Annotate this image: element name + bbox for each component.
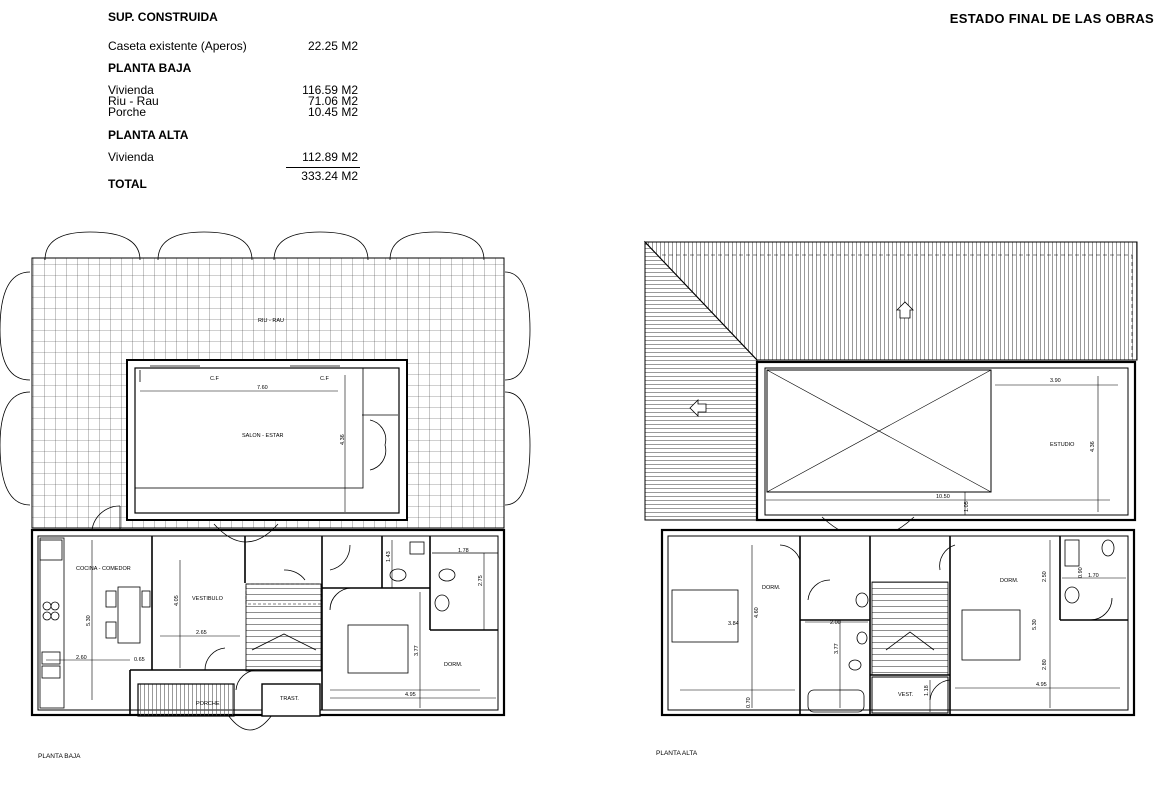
dim-4-36-upper: 4.36 — [1090, 441, 1096, 452]
label-dorm-1: DORM. — [762, 585, 781, 591]
upper-floor-plan — [643, 240, 1138, 717]
label-cocina: COCINA - COMEDOR — [76, 566, 131, 572]
planta-baja-heading: PLANTA BAJA — [108, 61, 192, 75]
surface-heading: SUP. CONSTRUIDA — [108, 10, 218, 24]
dim-5-30: 5.30 — [86, 615, 92, 626]
dim-1-78: 1.78 — [458, 548, 469, 554]
dim-4-36: 4.36 — [340, 434, 346, 445]
drawing-title: ESTADO FINAL DE LAS OBRAS — [949, 11, 1154, 26]
upper-floor-labels: ESTUDIO DORM. DORM. VEST. 3.90 4.36 10.5… — [656, 378, 1099, 757]
dim-0-90: 0.90 — [1078, 567, 1084, 578]
label-vest: VEST. — [898, 692, 914, 698]
dim-3-90: 3.90 — [1050, 378, 1061, 384]
dim-2-80: 2.80 — [1042, 659, 1048, 670]
dim-7-60: 7.60 — [257, 385, 268, 391]
dim-1-05: 1.05 — [964, 501, 970, 512]
dim-3-77: 3.77 — [414, 645, 420, 656]
dim-1-43: 1.43 — [386, 551, 392, 562]
label-riu-rau: RIU - RAU — [258, 318, 284, 324]
dim-4-05: 4.05 — [174, 595, 180, 606]
dim-0-65: 0.65 — [134, 657, 145, 663]
label-dorm: DORM. — [444, 662, 463, 668]
pa-row-vivienda: Vivienda 112.89 M2 — [108, 150, 358, 164]
dim-2-75: 2.75 — [478, 575, 484, 586]
label-dorm-2: DORM. — [1000, 578, 1019, 584]
dim-10-50: 10.50 — [936, 494, 950, 500]
caption-planta-baja: PLANTA BAJA — [38, 753, 81, 760]
pb-row-riu-rau: Riu - Rau 71.06 M2 — [108, 94, 358, 108]
label-cf-1: C.F — [210, 376, 220, 382]
ground-floor-labels: RIU - RAU SALON - ESTAR C.F C.F COCINA -… — [38, 318, 484, 760]
dim-0-70: 0.70 — [746, 697, 752, 708]
total-row: TOTAL 333.24 M2 — [108, 169, 358, 191]
label-porche: PORCHE — [196, 701, 220, 707]
surface-table: SUP. CONSTRUIDA Caseta existente (Aperos… — [108, 10, 368, 195]
dim-4-95: 4.95 — [405, 692, 416, 698]
caseta-row: Caseta existente (Aperos) 22.25 M2 — [108, 39, 358, 53]
dim-2-50: 2.50 — [1042, 571, 1048, 582]
caption-planta-alta: PLANTA ALTA — [656, 750, 698, 757]
pb-row-vivienda: Vivienda 116.59 M2 — [108, 83, 358, 97]
label-salon: SALON - ESTAR — [242, 433, 283, 439]
label-cf-2: C.F — [320, 376, 330, 382]
dim-1-18: 1.18 — [924, 685, 930, 696]
dim-4-95-upper: 4.95 — [1036, 682, 1047, 688]
dim-2-00: 2.00 — [830, 620, 841, 626]
planta-alta-heading: PLANTA ALTA — [108, 128, 189, 142]
dim-2-65: 2.65 — [196, 630, 207, 636]
dim-4-60: 4.60 — [754, 607, 760, 618]
dim-3-84: 3.84 — [728, 621, 739, 627]
dim-3-77-upper: 3.77 — [834, 643, 840, 654]
total-divider — [286, 167, 360, 168]
label-vestibulo: VESTIBULO — [192, 596, 224, 602]
label-trast: TRAST. — [280, 696, 299, 702]
label-estudio: ESTUDIO — [1050, 442, 1075, 448]
dim-2-60: 2.60 — [76, 655, 87, 661]
pb-row-porche: Porche 10.45 M2 — [108, 105, 358, 119]
dim-5-30-upper: 5.30 — [1032, 619, 1038, 630]
tree-canopies — [0, 231, 531, 506]
dim-1-70: 1.70 — [1088, 573, 1099, 579]
ground-floor-plan — [0, 231, 531, 731]
